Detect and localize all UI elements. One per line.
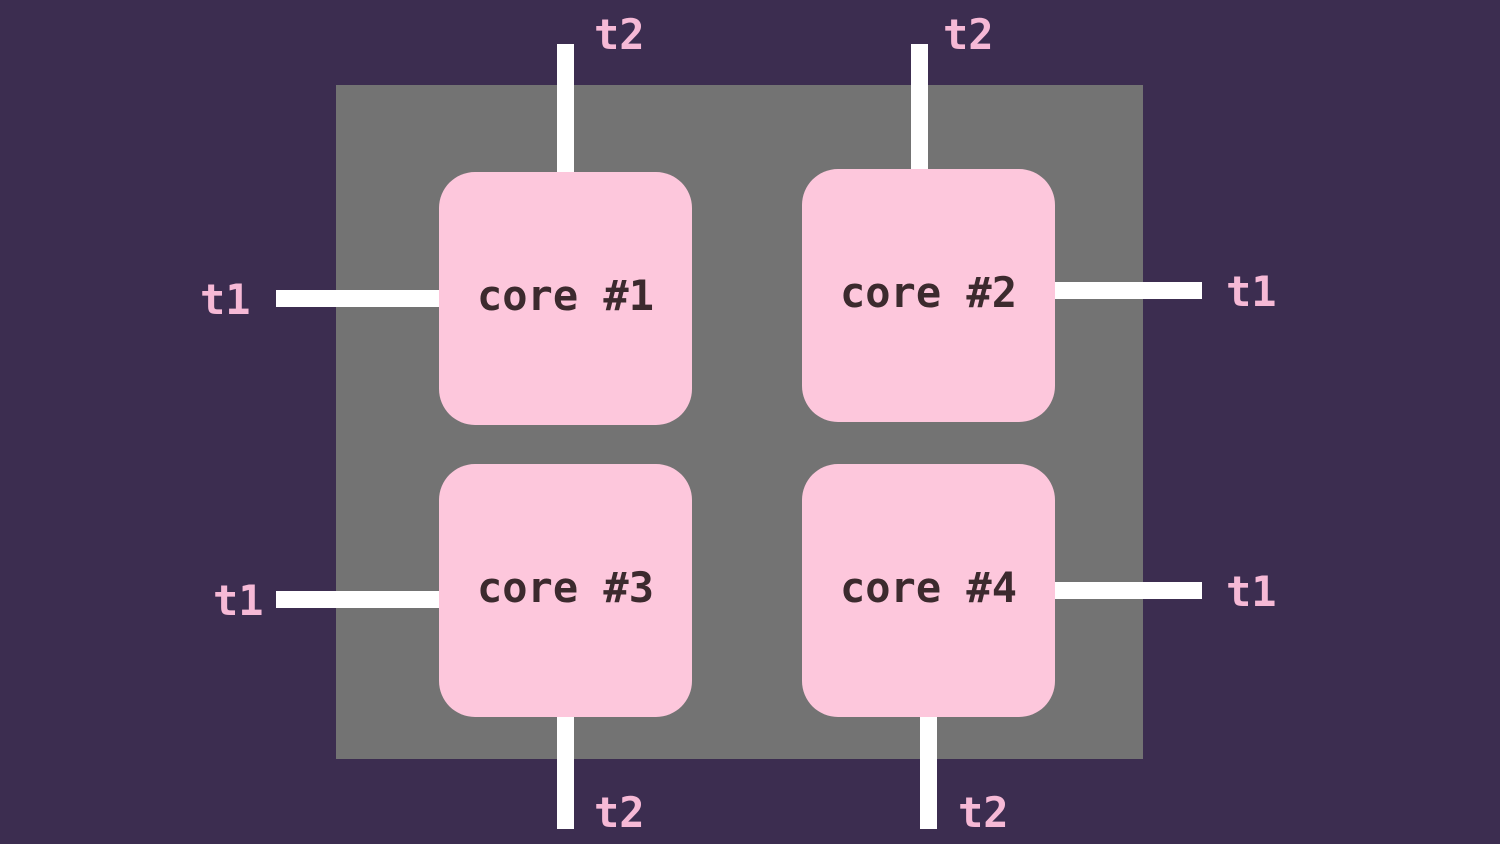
core-2-label: core #2 <box>839 268 1017 317</box>
core-4-thread-t2-label: t2 <box>958 788 1009 837</box>
core-1-wire-left <box>276 290 441 307</box>
core-3-label: core #3 <box>476 563 654 612</box>
core-1-label: core #1 <box>476 271 654 320</box>
core-3-thread-t2-label: t2 <box>594 788 645 837</box>
core-2-thread-t2-label: t2 <box>943 10 994 59</box>
core-1-wire-top <box>557 44 574 174</box>
core-1-thread-t2-label: t2 <box>594 10 645 59</box>
core-2-wire-right <box>1052 282 1202 299</box>
core-4-label: core #4 <box>839 563 1017 612</box>
core-4: core #4 <box>802 464 1055 717</box>
core-3-wire-bottom <box>557 714 574 829</box>
core-2-wire-top <box>911 44 928 172</box>
core-4-thread-t1-label: t1 <box>1226 567 1277 616</box>
core-1-thread-t1-label: t1 <box>200 275 251 324</box>
core-3-thread-t1-label: t1 <box>213 576 264 625</box>
core-3-wire-left <box>276 591 441 608</box>
core-3: core #3 <box>439 464 692 717</box>
core-4-wire-right <box>1052 582 1202 599</box>
core-1: core #1 <box>439 172 692 425</box>
core-2-thread-t1-label: t1 <box>1226 267 1277 316</box>
core-4-wire-bottom <box>920 714 937 829</box>
core-2: core #2 <box>802 169 1055 422</box>
